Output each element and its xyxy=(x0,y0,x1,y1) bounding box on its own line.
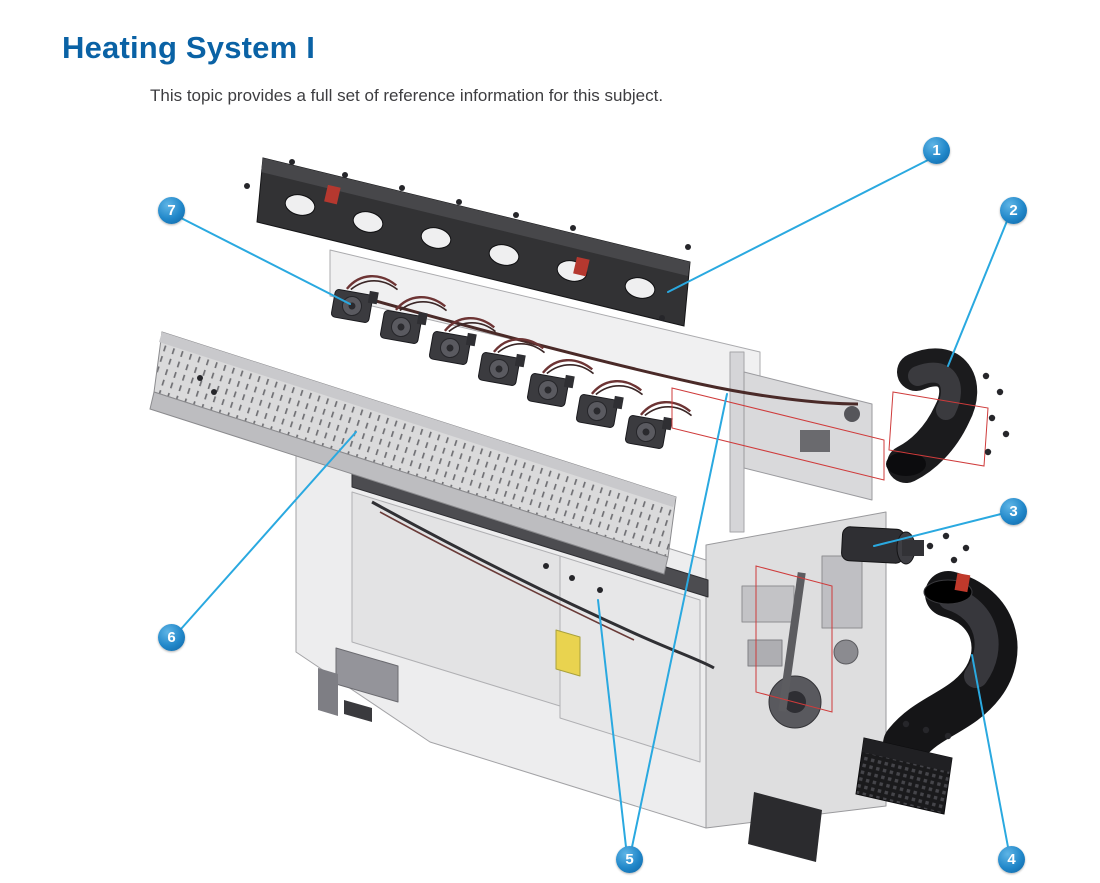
callout-5: 5 xyxy=(616,846,643,873)
leader-line-5a xyxy=(597,599,627,848)
callout-1-number: 1 xyxy=(932,142,941,159)
callout-4: 4 xyxy=(998,846,1025,873)
leader-line-2 xyxy=(947,220,1008,367)
perforated-platen xyxy=(149,331,677,575)
vapor-motor xyxy=(841,526,924,565)
upper-duct xyxy=(886,348,978,483)
leader-line-1 xyxy=(667,158,931,293)
callout-1: 1 xyxy=(923,137,950,164)
page-subtitle: This topic provides a full set of refere… xyxy=(150,86,664,105)
callout-5-number: 5 xyxy=(625,851,634,868)
page-title: Heating System I xyxy=(62,30,316,65)
red-highlight-lines xyxy=(671,387,989,713)
callout-2: 2 xyxy=(1000,197,1027,224)
leader-line-5b xyxy=(631,393,728,848)
callout-4-number: 4 xyxy=(1007,851,1016,868)
screws xyxy=(197,159,1010,740)
heater-cover xyxy=(256,157,691,327)
callout-7-number: 7 xyxy=(167,202,176,219)
printer-chassis xyxy=(295,249,887,862)
lower-duct xyxy=(855,571,1018,815)
callout-6-number: 6 xyxy=(167,629,176,646)
leader-line-3 xyxy=(873,513,1002,547)
leader-line-6 xyxy=(180,431,357,630)
leader-line-7 xyxy=(180,217,351,305)
callout-3-number: 3 xyxy=(1009,503,1018,520)
leader-lines xyxy=(180,158,1009,848)
callout-2-number: 2 xyxy=(1009,202,1018,219)
callout-7: 7 xyxy=(158,197,185,224)
wire-harness xyxy=(364,296,859,406)
callout-3: 3 xyxy=(1000,498,1027,525)
heater-fan-assemblies xyxy=(330,275,693,449)
callout-6: 6 xyxy=(158,624,185,651)
leader-line-4 xyxy=(971,654,1009,848)
